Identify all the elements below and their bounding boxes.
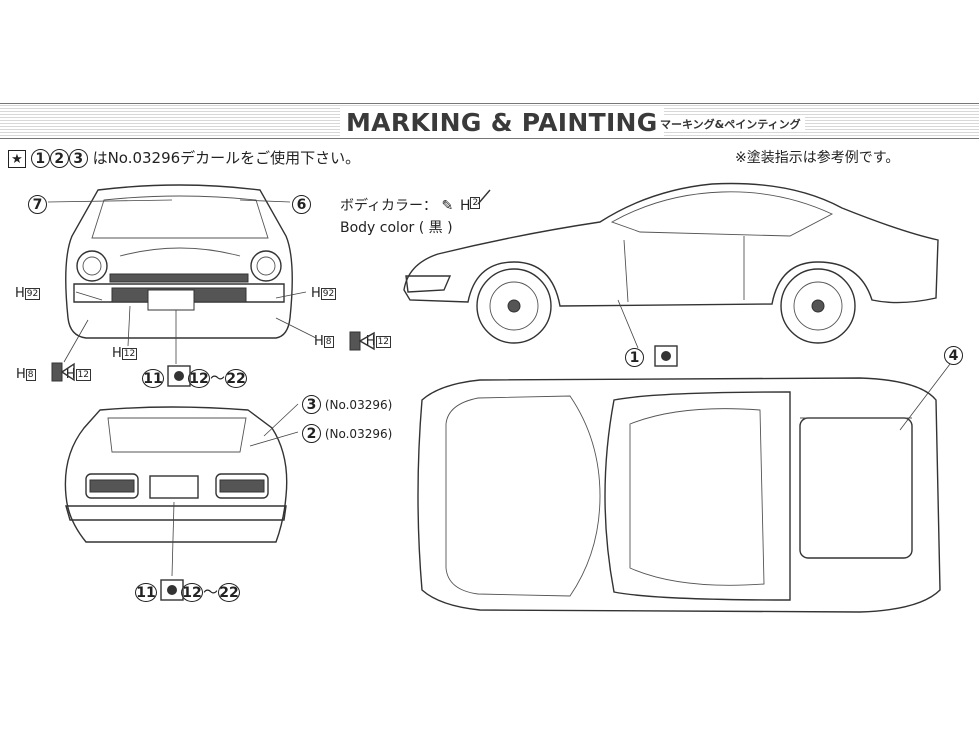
marker-2: 2 xyxy=(49,149,69,168)
marker-1: 1 xyxy=(30,149,50,168)
h92-right-prefix: H xyxy=(311,286,321,301)
header-rule-bottom xyxy=(0,138,979,139)
tilde-rear: 〜 xyxy=(203,583,219,601)
h12-left-prefix: H xyxy=(65,367,76,382)
callout-2: 2 (No.03296) xyxy=(302,424,392,443)
h8-right-num: 8 xyxy=(323,336,334,348)
marker-22-front: 22 xyxy=(225,369,248,388)
page-title-jp: マーキング&ペインティング xyxy=(656,116,805,132)
star-icon: ★ xyxy=(8,150,26,168)
h8-left-prefix: H xyxy=(16,367,26,382)
marker-22-rear: 22 xyxy=(218,583,241,602)
mix-arrows-left xyxy=(51,362,75,382)
decal-dot-front xyxy=(167,365,191,387)
h8-right-prefix: H xyxy=(314,334,324,349)
callout-3: 3 (No.03296) xyxy=(302,395,392,414)
tilde-front: 〜 xyxy=(210,369,226,387)
body-color-en-label: Body color xyxy=(340,220,415,236)
marker-3: 3 xyxy=(68,149,88,168)
ref-2: (No.03296) xyxy=(324,427,393,441)
marker-12-rear: 12 xyxy=(181,583,203,602)
top-view xyxy=(417,363,951,613)
plate-decals-front: 11 12〜22 xyxy=(142,367,248,388)
ref-3: (No.03296) xyxy=(324,398,393,412)
page-title: MARKING & PAINTING xyxy=(340,108,664,137)
reference-note: ※塗装指示は参考例です。 xyxy=(735,150,900,166)
marker-2-rear: 2 xyxy=(302,424,321,443)
body-color-value: ( 黒 ) xyxy=(418,220,453,236)
side-view xyxy=(403,182,939,349)
marker-11-rear: 11 xyxy=(135,583,157,602)
decal-dot-side xyxy=(654,345,678,367)
h92-left-prefix: H xyxy=(15,286,25,301)
callout-4: 4 xyxy=(944,345,963,365)
h12-num: 12 xyxy=(121,348,138,360)
header-rule-top xyxy=(0,103,979,104)
decal-dot-rear xyxy=(160,579,184,601)
marker-11-front: 11 xyxy=(142,369,164,388)
marker-6: 6 xyxy=(292,195,311,214)
paint-prefix: H xyxy=(459,198,471,214)
h12-left-num: 12 xyxy=(75,369,92,381)
mix-arrows-right xyxy=(349,331,375,351)
rear-view xyxy=(64,403,299,577)
body-color-en: Body color ( 黒 ) xyxy=(340,217,453,237)
brush-icon: ✎ xyxy=(441,198,454,214)
h92-right-num: 92 xyxy=(320,288,337,300)
callout-6: 6 xyxy=(292,194,311,214)
h12-right-num: 12 xyxy=(375,336,392,348)
marker-12-front: 12 xyxy=(188,369,210,388)
front-view xyxy=(47,184,317,364)
h92-left-num: 92 xyxy=(24,288,41,300)
h12-prefix: H xyxy=(112,346,122,361)
body-color-jp-label: ボディカラー： xyxy=(340,198,438,214)
h12-right-prefix: H xyxy=(365,334,376,349)
marker-1-side: 1 xyxy=(625,348,644,367)
decal-note-text: はNo.03296デカールをご使用下さい。 xyxy=(92,149,361,167)
plate-decals-rear: 11 12〜22 xyxy=(135,581,241,602)
marker-4: 4 xyxy=(944,346,963,365)
brush-icon-art xyxy=(477,189,491,205)
callout-7: 7 xyxy=(28,194,47,214)
callout-1: 1 xyxy=(625,347,672,367)
h8-left-num: 8 xyxy=(25,369,36,381)
marker-3-rear: 3 xyxy=(302,395,321,414)
marker-7: 7 xyxy=(28,195,47,214)
